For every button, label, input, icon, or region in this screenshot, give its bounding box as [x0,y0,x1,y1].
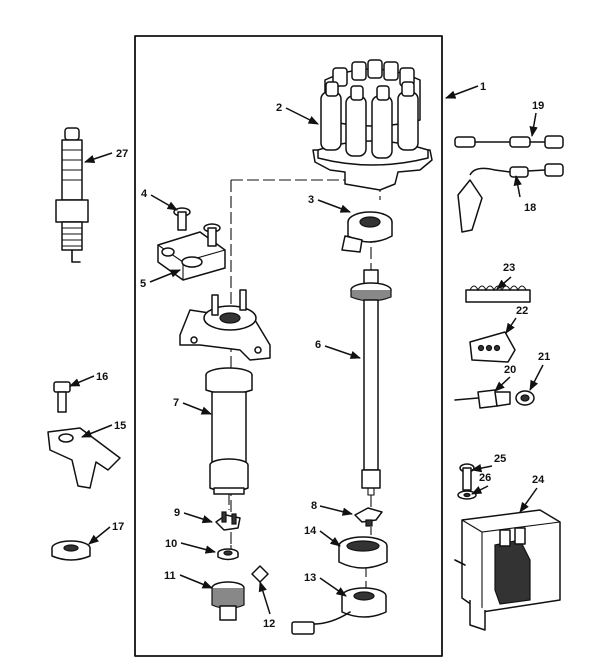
pickup-coil [291,587,387,635]
callout-12: 12 [263,618,275,630]
spark-plug [55,127,89,263]
drive-gear [211,581,245,621]
housing-upper [179,289,271,361]
callout-24: 24 [532,474,545,486]
callout-1: 1 [480,81,486,93]
callout-8: 8 [311,500,317,512]
callout-22: 22 [516,305,528,317]
distributor-washer [51,540,91,561]
callout-5: 5 [140,278,146,290]
callout-19: 19 [532,100,544,112]
distributor-housing [205,367,253,495]
callout-13: 13 [304,572,316,584]
callout-14: 14 [304,525,317,537]
callout-21: 21 [538,351,550,363]
rotor [341,211,393,253]
callout-20: 20 [504,364,516,376]
callout-3: 3 [308,194,314,206]
callout-15: 15 [114,420,126,432]
callout-27: 27 [116,148,128,160]
callout-16: 16 [96,371,108,383]
callout-26: 26 [479,472,491,484]
ignition-coil [454,509,561,631]
screw-and-nut [454,389,535,409]
callout-6: 6 [315,339,321,351]
washer [217,548,239,561]
distributor-shaft [350,269,392,496]
callout-23: 23 [503,262,515,274]
distributor-cap [312,59,433,191]
clamp-bolt [53,381,71,413]
screws [173,207,221,247]
callout-18: 18 [524,202,536,214]
callout-11: 11 [164,570,176,582]
callout-labels: 1 2 3 4 5 6 7 8 9 10 11 12 13 14 15 16 1… [96,81,550,630]
callout-10: 10 [165,538,177,550]
callout-17: 17 [112,521,124,533]
callout-25: 25 [494,453,506,465]
callout-7: 7 [173,397,179,409]
pole-piece [338,536,388,569]
distributor-frame [134,35,443,657]
leader-lines [69,85,544,615]
hold-down-clamp [47,427,121,489]
spark-plug-wires [454,135,564,233]
callout-2: 2 [276,102,282,114]
roll-pin [251,565,269,583]
callout-9: 9 [174,507,180,519]
connector [469,331,516,363]
callout-4: 4 [141,188,148,200]
spring-washer [215,511,241,531]
retainer-clip [354,507,383,527]
